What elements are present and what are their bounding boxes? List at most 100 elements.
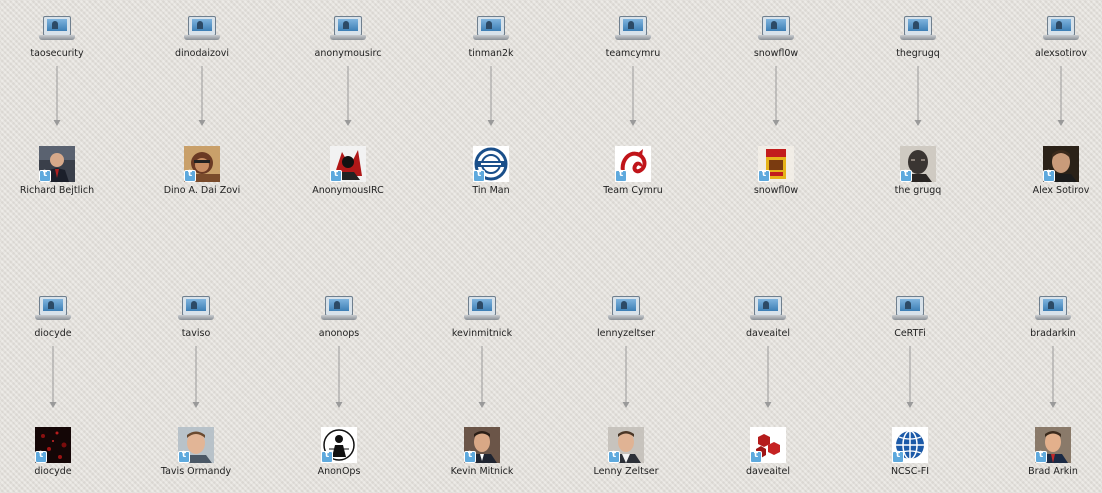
twitter-icon xyxy=(35,450,47,463)
source-node[interactable]: taviso xyxy=(136,296,256,366)
profile-node[interactable]: Dino A. Dai Zovi xyxy=(142,146,262,206)
profile-label: AnonymousIRC xyxy=(312,185,384,196)
twitter-icon xyxy=(750,450,762,463)
arrowhead xyxy=(1049,402,1057,408)
avatar xyxy=(464,427,500,463)
computer-icon xyxy=(464,296,500,322)
twitter-icon xyxy=(1043,169,1055,182)
profile-node[interactable]: Lenny Zeltser xyxy=(566,427,686,487)
source-label: thegrugq xyxy=(896,48,940,59)
profile-node[interactable]: Tavis Ormandy xyxy=(136,427,256,487)
twitter-icon xyxy=(184,169,196,182)
source-node[interactable]: diocyde xyxy=(0,296,113,366)
source-node[interactable]: alexsotirov xyxy=(1001,16,1102,86)
source-node[interactable]: snowfl0w xyxy=(716,16,836,86)
twitter-icon xyxy=(473,169,485,182)
profile-label: AnonOps xyxy=(317,466,361,477)
source-node[interactable]: bradarkin xyxy=(993,296,1102,366)
avatar xyxy=(184,146,220,182)
source-node[interactable]: lennyzeltser xyxy=(566,296,686,366)
face-pop-art-photo xyxy=(184,146,220,182)
computer-icon xyxy=(330,16,366,42)
man-dark-suit-photo xyxy=(39,146,75,182)
arrowhead xyxy=(192,402,200,408)
profile-label: Brad Arkin xyxy=(1028,466,1078,477)
source-label: anonops xyxy=(318,328,360,339)
profile-label: Richard Bejtlich xyxy=(19,185,95,196)
source-label: kevinmitnick xyxy=(451,328,513,339)
computer-icon xyxy=(900,16,936,42)
twitter-icon xyxy=(178,450,190,463)
source-label: teamcymru xyxy=(605,48,661,59)
profile-node[interactable]: Team Cymru xyxy=(573,146,693,206)
profile-node[interactable]: NCSC-FI xyxy=(850,427,970,487)
avatar xyxy=(1035,427,1071,463)
arrowhead xyxy=(772,120,780,126)
source-label: taviso xyxy=(181,328,211,339)
twitter-icon xyxy=(758,169,770,182)
profile-label: Lenny Zeltser xyxy=(593,466,659,477)
avatar xyxy=(178,427,214,463)
computer-icon xyxy=(473,16,509,42)
avatar xyxy=(330,146,366,182)
source-node[interactable]: CeRTFi xyxy=(850,296,970,366)
source-node[interactable]: tinman2k xyxy=(431,16,551,86)
computer-icon xyxy=(1043,16,1079,42)
profile-label: diocyde xyxy=(34,466,72,477)
twitter-icon xyxy=(321,450,333,463)
profile-node[interactable]: Richard Bejtlich xyxy=(0,146,117,206)
profile-node[interactable]: Kevin Mitnick xyxy=(422,427,542,487)
computer-icon xyxy=(758,16,794,42)
profile-label: Alex Sotirov xyxy=(1032,185,1090,196)
twitter-icon xyxy=(900,169,912,182)
avatar xyxy=(321,427,357,463)
profile-label: daveaitel xyxy=(746,466,790,477)
source-node[interactable]: daveaitel xyxy=(708,296,828,366)
source-node[interactable]: dinodaizovi xyxy=(142,16,262,86)
avatar xyxy=(758,146,794,182)
arrowhead xyxy=(49,402,57,408)
arrowhead xyxy=(344,120,352,126)
profile-label: Team Cymru xyxy=(603,185,663,196)
arrowhead xyxy=(335,402,343,408)
arrowhead xyxy=(478,402,486,408)
source-node[interactable]: anonops xyxy=(279,296,399,366)
arrowhead xyxy=(906,402,914,408)
profile-node[interactable]: AnonymousIRC xyxy=(288,146,408,206)
computer-icon xyxy=(608,296,644,322)
twitter-icon xyxy=(39,169,51,182)
profile-node[interactable]: daveaitel xyxy=(708,427,828,487)
profile-node[interactable]: Brad Arkin xyxy=(993,427,1102,487)
source-node[interactable]: taosecurity xyxy=(0,16,117,86)
source-node[interactable]: anonymousirc xyxy=(288,16,408,86)
source-label: alexsotirov xyxy=(1034,48,1088,59)
profile-node[interactable]: AnonOps xyxy=(279,427,399,487)
computer-icon xyxy=(178,296,214,322)
twitter-icon xyxy=(615,169,627,182)
avatar xyxy=(35,427,71,463)
profile-node[interactable]: diocyde xyxy=(0,427,113,487)
source-label: diocyde xyxy=(34,328,72,339)
twitter-icon xyxy=(892,450,904,463)
source-node[interactable]: thegrugq xyxy=(858,16,978,86)
twitter-icon xyxy=(464,450,476,463)
arrowhead xyxy=(487,120,495,126)
avatar xyxy=(39,146,75,182)
computer-icon xyxy=(321,296,357,322)
source-node[interactable]: teamcymru xyxy=(573,16,693,86)
profile-node[interactable]: Tin Man xyxy=(431,146,551,206)
avatar xyxy=(473,146,509,182)
avatar xyxy=(900,146,936,182)
profile-node[interactable]: the grugq xyxy=(858,146,978,206)
profile-label: Tin Man xyxy=(472,185,510,196)
source-node[interactable]: kevinmitnick xyxy=(422,296,542,366)
computer-icon xyxy=(615,16,651,42)
source-label: dinodaizovi xyxy=(174,48,230,59)
source-label: taosecurity xyxy=(30,48,84,59)
computer-icon xyxy=(1035,296,1071,322)
profile-node[interactable]: Alex Sotirov xyxy=(1001,146,1102,206)
profile-node[interactable]: snowfl0w xyxy=(716,146,836,206)
arrowhead xyxy=(914,120,922,126)
